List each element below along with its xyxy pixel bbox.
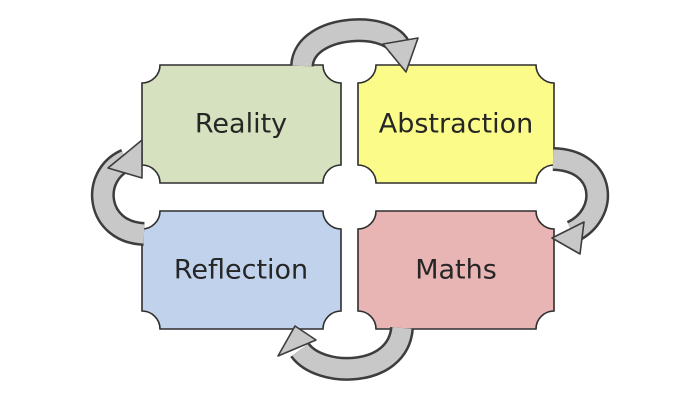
box-abstraction: Abstraction (357, 64, 555, 184)
arrow-maths-to-reflection (277, 325, 414, 381)
arrow-abstraction-to-maths (551, 147, 610, 255)
box-abstraction-label: Abstraction (379, 109, 533, 140)
box-reality-shape (141, 64, 342, 184)
box-maths-shape (357, 210, 555, 330)
box-maths-label: Maths (415, 255, 497, 286)
arrowhead-right (551, 221, 585, 255)
box-reflection-label: Reflection (174, 255, 308, 286)
arrow-reality-to-abstraction (290, 18, 419, 73)
box-maths: Maths (357, 210, 555, 330)
arrowhead-bottom (277, 325, 317, 357)
arrow-reflection-to-reality (90, 139, 146, 246)
arrowhead-top (382, 37, 419, 73)
arrowhead-left (107, 139, 143, 179)
box-abstraction-shape (357, 64, 555, 184)
box-reality-label: Reality (195, 109, 287, 140)
box-reflection: Reflection (141, 210, 342, 330)
box-reflection-shape (141, 210, 342, 330)
box-reality: Reality (141, 64, 342, 184)
